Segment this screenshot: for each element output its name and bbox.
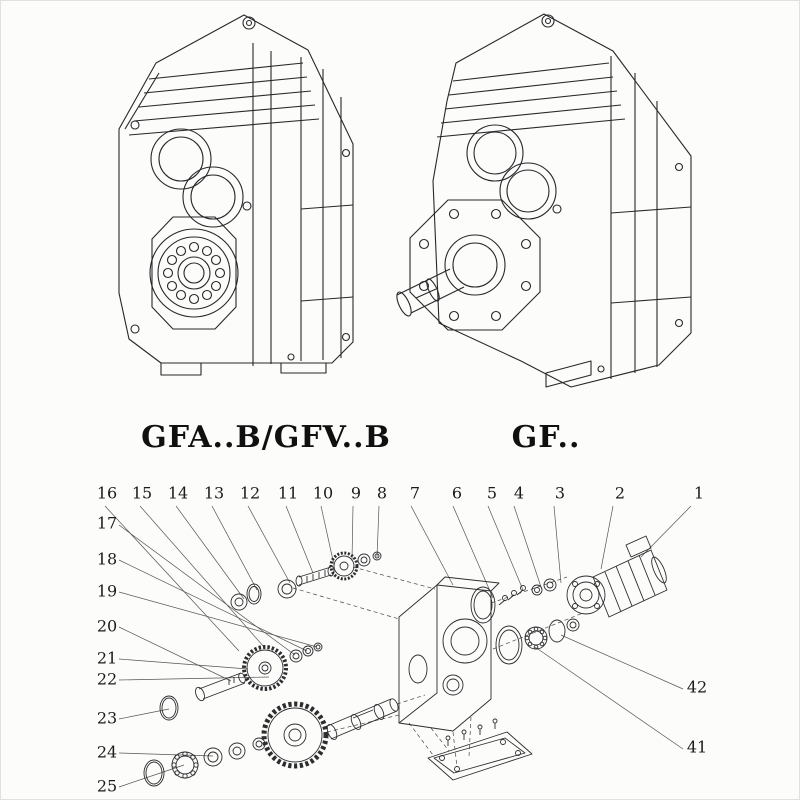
part-callout-6: 6 [451, 483, 463, 503]
intermediate-gear-cluster [159, 583, 323, 721]
output-shaft [396, 268, 465, 317]
seal-bearing-stack [495, 618, 580, 665]
part-callout-4: 4 [513, 483, 525, 503]
part-callout-24: 24 [96, 742, 118, 762]
model-label-gf: GF.. [511, 420, 581, 455]
gear-housing [398, 576, 500, 732]
part-callout-22: 22 [96, 669, 118, 689]
part-callout-3: 3 [554, 483, 566, 503]
output-gear-cluster [143, 698, 399, 787]
motor-input-unit [566, 535, 668, 618]
model-label-gfab-gfvb: GFA..B/GFV..B [141, 420, 391, 455]
gearbox-drawing-gf [396, 13, 692, 388]
gearbox-drawing-gfab [118, 14, 354, 376]
part-callout-23: 23 [96, 708, 118, 728]
part-callout-21: 21 [96, 648, 118, 668]
part-callout-13: 13 [203, 483, 225, 503]
part-callout-18: 18 [96, 549, 118, 569]
part-callout-8: 8 [376, 483, 388, 503]
bearing-roller-cage [162, 241, 226, 305]
part-callout-20: 20 [96, 616, 118, 636]
part-callout-2: 2 [614, 483, 626, 503]
part-callout-15: 15 [131, 483, 153, 503]
part-callout-12: 12 [239, 483, 261, 503]
part-callout-17: 17 [96, 513, 118, 533]
gearbox-drawings [118, 13, 692, 388]
part-callout-10: 10 [312, 483, 334, 503]
part-callout-1: 1 [693, 483, 705, 503]
part-callout-16: 16 [96, 483, 118, 503]
exploded-view-drawing [104, 505, 692, 788]
input-gasket-and-fasteners [470, 578, 557, 624]
cover-plate-and-bolts [427, 718, 533, 781]
part-callout-25: 25 [96, 776, 118, 796]
part-callout-9: 9 [350, 483, 362, 503]
part-callout-14: 14 [167, 483, 189, 503]
input-shaft-assembly [277, 551, 382, 599]
part-callout-5: 5 [486, 483, 498, 503]
callout-leader-lines [104, 505, 692, 788]
part-callout-19: 19 [96, 581, 118, 601]
part-callout-41: 41 [686, 737, 708, 757]
part-callout-11: 11 [277, 483, 299, 503]
part-callout-42: 42 [686, 677, 708, 697]
part-callout-7: 7 [409, 483, 421, 503]
